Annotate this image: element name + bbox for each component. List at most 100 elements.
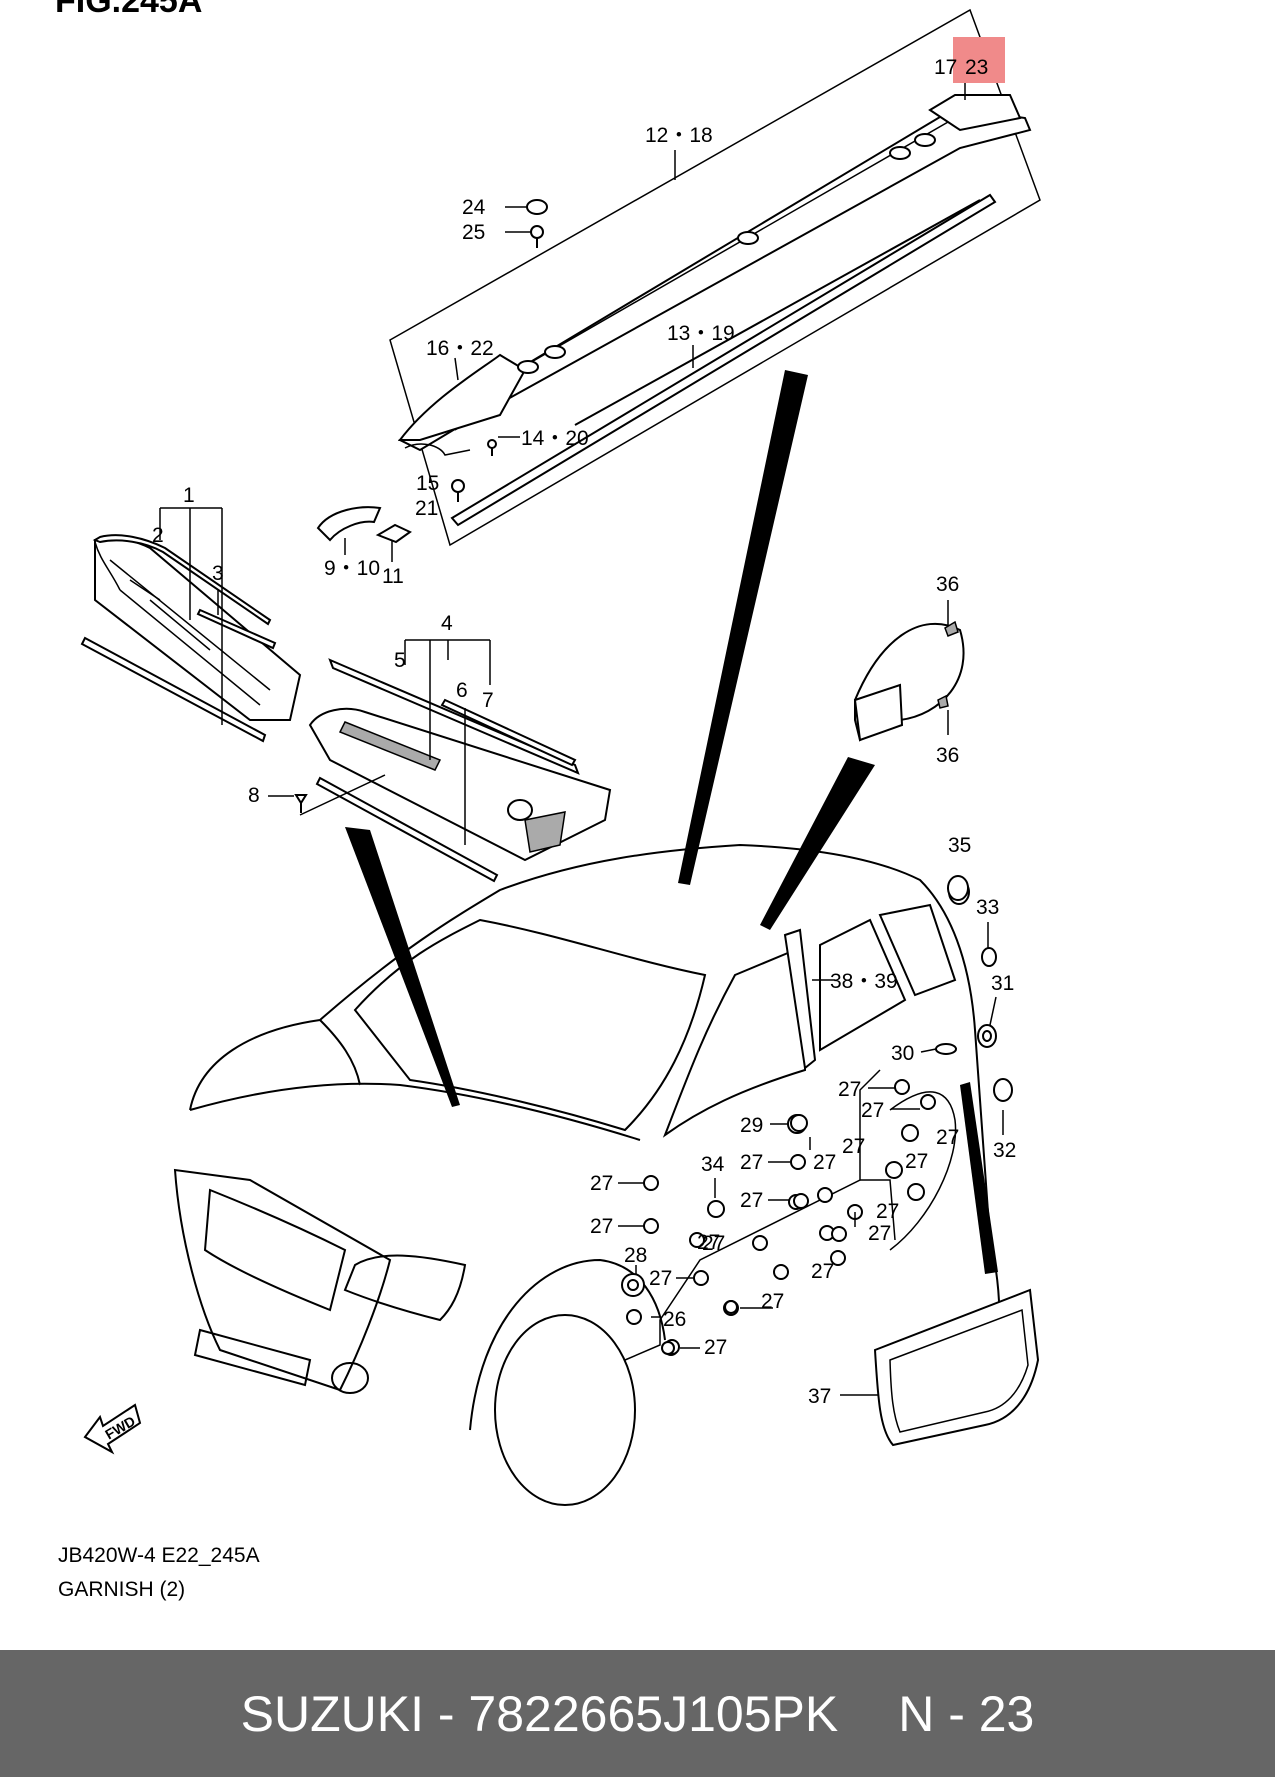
- car-body: [173, 843, 1001, 1506]
- rail-rear-cap: [928, 94, 1022, 132]
- callout-34: 34: [701, 1153, 725, 1176]
- callout-27-n: 27: [868, 1222, 891, 1245]
- callout-6: 6: [456, 679, 468, 702]
- callout-27-c: 27: [649, 1267, 672, 1290]
- callout-27-b: 27: [590, 1215, 613, 1238]
- hood: [189, 1019, 641, 1141]
- diagram-code: JB420W-4 E22_245A: [58, 1544, 260, 1567]
- callout-27-d: 27: [697, 1231, 720, 1254]
- callout-4: 4: [441, 612, 453, 635]
- callout-11: 11: [382, 565, 404, 588]
- callout-16-22: 16・22: [426, 337, 494, 360]
- callout-labels: 1 2 3 4 5 6 7 8 9・10 11 12・18 13・19 14・2…: [152, 56, 1016, 1408]
- cowl-strip-6: [315, 776, 499, 883]
- rear-side-window: [819, 918, 907, 1052]
- fwd-arrow: FWD: [83, 1403, 142, 1455]
- pillar-garnish: [783, 928, 817, 1070]
- highlight-23: [953, 37, 1005, 83]
- callout-27-h: 27: [842, 1135, 865, 1158]
- clip-9-10-group: [316, 506, 412, 562]
- fog-lamp-area: [193, 1328, 312, 1387]
- cowl-top-left: [94, 536, 302, 721]
- fasteners: [621, 879, 1013, 1356]
- vent-group: [840, 1288, 1040, 1447]
- callout-27-f: 27: [740, 1189, 763, 1212]
- callout-2: 2: [152, 524, 164, 547]
- callout-5: 5: [394, 649, 406, 672]
- callout-28: 28: [624, 1244, 647, 1267]
- bolt-25: [530, 225, 544, 248]
- callout-1: 1: [183, 484, 195, 507]
- cowl-seal-5: [328, 658, 580, 775]
- plug-35: [947, 875, 969, 901]
- callout-leaders: [618, 922, 1004, 1349]
- callout-35: 35: [948, 834, 971, 857]
- cowl-seal-2: [92, 534, 272, 626]
- callout-37: 37: [808, 1385, 831, 1408]
- callout-21: 21: [415, 497, 438, 520]
- cowl-strip-3: [80, 636, 267, 743]
- callout-24: 24: [462, 196, 486, 219]
- grille: [203, 1188, 347, 1312]
- clip-8: [294, 794, 308, 813]
- callout-7: 7: [482, 689, 494, 712]
- cowl-strip-1: [196, 608, 277, 650]
- clip-9-10: [316, 506, 382, 542]
- callout-9-10: 9・10: [324, 557, 380, 580]
- footer-page: N - 23: [898, 1685, 1035, 1742]
- footer-brand: SUZUKI: [240, 1685, 424, 1742]
- vent-37: [873, 1288, 1040, 1447]
- callout-27-a: 27: [590, 1172, 613, 1195]
- windshield: [353, 918, 707, 1132]
- front-bumper: [173, 1168, 392, 1392]
- clip-24: [526, 199, 548, 215]
- front-wheel: [494, 1314, 636, 1506]
- callout-12-18: 12・18: [645, 124, 713, 147]
- callout-33: 33: [976, 896, 999, 919]
- front-side-window: [662, 948, 806, 1138]
- callout-27-o: 27: [811, 1260, 834, 1283]
- callout-15: 15: [416, 472, 439, 495]
- callout-17: 17: [934, 56, 957, 79]
- callout-3: 3: [212, 562, 224, 585]
- rear-fender-arch: [889, 1091, 957, 1251]
- callout-23: 23: [965, 56, 988, 79]
- footer-bar: SUZUKI - 7822665J105PK N - 23: [0, 1650, 1275, 1777]
- callout-27-r: 27: [702, 1232, 725, 1255]
- callout-29: 29: [740, 1114, 763, 1137]
- pointer-cowl: [345, 827, 460, 1107]
- callout-27-k: 27: [936, 1126, 959, 1149]
- callout-27-j: 27: [861, 1099, 884, 1122]
- callout-27-e: 27: [740, 1151, 763, 1174]
- front-wheel-arch: [469, 1258, 666, 1431]
- callout-27-m: 27: [876, 1200, 899, 1223]
- roof-rail-box: [389, 8, 1041, 547]
- callout-38-39: 38・39: [830, 970, 898, 993]
- pointer-roof-rail: [678, 370, 808, 885]
- diagram-name: GARNISH (2): [58, 1578, 186, 1601]
- callout-30: 30: [891, 1042, 914, 1065]
- rail-front-cap: [397, 353, 527, 441]
- callout-26: 26: [663, 1308, 686, 1331]
- clip-11: [375, 523, 412, 544]
- cowl-group: [80, 507, 612, 883]
- callout-8: 8: [248, 784, 260, 807]
- callout-32: 32: [993, 1139, 1016, 1162]
- figure-title: FIG.245A: [55, 0, 202, 20]
- callout-13-19: 13・19: [667, 322, 735, 345]
- callout-27-i: 27: [838, 1078, 861, 1101]
- callout-31: 31: [991, 972, 1014, 995]
- footer-part-number: 7822665J105PK: [468, 1685, 839, 1742]
- callout-14-20: 14・20: [521, 427, 589, 450]
- pointer-vent: [960, 1082, 998, 1274]
- screw-14-20: [487, 439, 497, 456]
- footer-separator: -: [423, 1685, 469, 1742]
- cowl-seal-7: [440, 698, 577, 767]
- fuel-door-group: [853, 600, 965, 742]
- bolt-15-21: [451, 479, 465, 502]
- callout-36-top: 36: [936, 573, 959, 596]
- callout-27-l: 27: [905, 1150, 928, 1173]
- callout-25: 25: [462, 221, 485, 244]
- pointer-fuel-door: [760, 757, 875, 930]
- rail-moulding: [450, 193, 997, 527]
